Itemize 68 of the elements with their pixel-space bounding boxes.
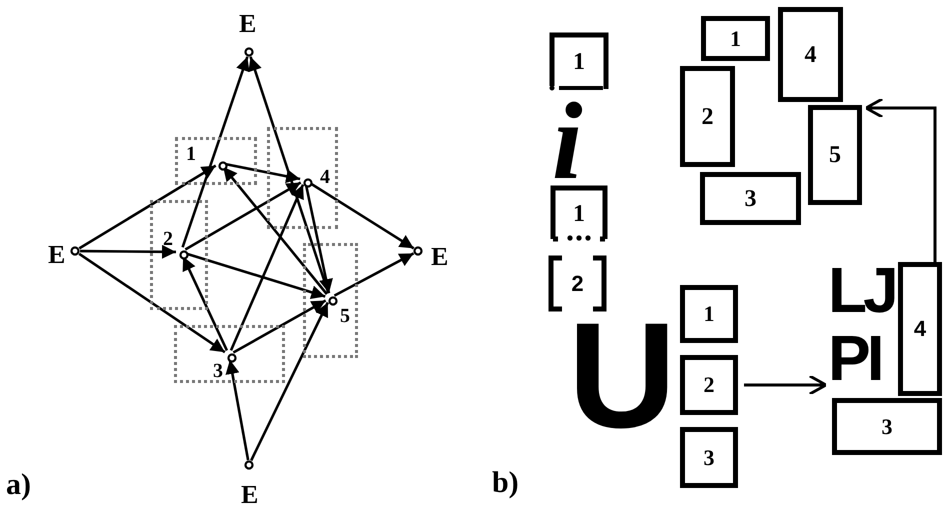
vertex-circle	[179, 250, 189, 260]
arrow	[226, 360, 250, 460]
box-number: 4	[914, 318, 926, 340]
dotted-region	[175, 137, 257, 185]
rectangle	[700, 172, 801, 225]
box-number: 3	[744, 186, 756, 210]
endpoint-label: E	[239, 11, 256, 37]
box-number: 2	[163, 229, 173, 249]
arrow	[308, 182, 414, 250]
panel-label: b)	[492, 468, 519, 498]
arrow	[78, 252, 226, 354]
arrow	[334, 252, 414, 297]
rectangle	[778, 7, 843, 102]
box-number: 1	[730, 28, 741, 50]
box-number: 5	[340, 306, 350, 326]
block-letters: LJ	[828, 258, 895, 322]
rectangle	[832, 398, 942, 455]
rectangle	[680, 285, 738, 343]
box-number: 2	[704, 374, 714, 396]
arrow	[230, 184, 304, 351]
bracket-frame	[548, 255, 607, 312]
arrow	[222, 166, 328, 295]
box-number: 3	[704, 446, 714, 468]
dotted-region	[150, 200, 208, 310]
vertex-circle	[303, 178, 313, 188]
dotted-region	[267, 127, 338, 229]
arrow	[248, 56, 330, 294]
arrow	[78, 164, 216, 250]
block-letters: PI	[828, 326, 880, 390]
vertex-circle	[328, 296, 338, 306]
box-number: 1	[186, 144, 196, 164]
box-number: 1	[573, 202, 585, 226]
arrow	[224, 162, 300, 184]
arrow	[80, 244, 176, 259]
arrow	[304, 184, 333, 294]
box-number: 5	[829, 143, 841, 167]
arrow	[232, 299, 326, 354]
box-number: 1	[704, 303, 714, 325]
dotted-region	[174, 325, 285, 383]
arrow	[250, 302, 329, 462]
rectangle	[680, 355, 738, 415]
rectangle	[680, 427, 738, 488]
bracket-frame	[549, 32, 609, 92]
arrow	[864, 98, 936, 262]
bracket-frame	[550, 185, 608, 242]
endpoint-label: E	[241, 482, 258, 508]
arrow	[744, 374, 828, 396]
box-number: 2	[702, 104, 714, 128]
arrow	[184, 181, 302, 251]
endpoint-label: E	[48, 242, 66, 268]
rectangle	[898, 262, 942, 396]
arrow	[181, 56, 250, 248]
box-number: 3	[882, 416, 892, 438]
rectangle	[680, 66, 735, 167]
letter-glyph: i	[552, 86, 583, 196]
box-number: 4	[804, 42, 816, 66]
box-number: 1	[573, 50, 585, 74]
vertex-circle	[218, 161, 228, 171]
panel-label: a)	[6, 470, 31, 500]
dotted-region	[303, 243, 358, 358]
box-number: 2	[571, 272, 584, 294]
letter-glyph: U	[568, 300, 676, 450]
endpoint-label: E	[431, 244, 448, 270]
box-number: 3	[213, 361, 223, 381]
box-number: 4	[320, 167, 330, 187]
vertex-circle	[227, 353, 237, 363]
rectangle	[808, 105, 862, 205]
rectangle	[701, 16, 770, 61]
